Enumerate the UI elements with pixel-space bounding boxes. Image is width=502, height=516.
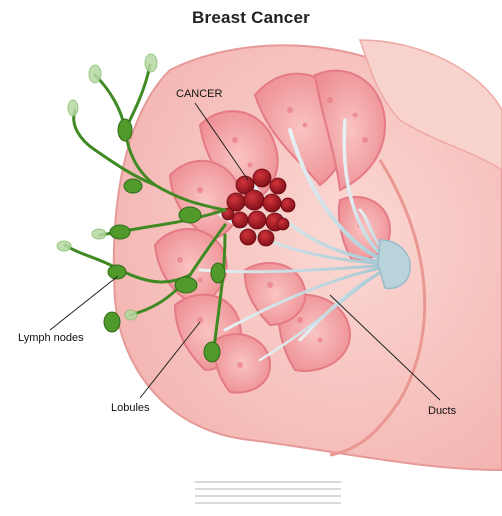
lymph-node [204,342,220,362]
label-lobules: Lobules [111,402,150,414]
lymph-node [211,263,225,283]
lymph-node [179,207,201,223]
label-cancer: CANCER [176,88,222,100]
lymph-node [118,119,132,141]
label-ducts: Ducts [428,405,456,417]
diagram-title: Breast Cancer [0,8,502,28]
lymph-node [104,312,120,332]
lymph-node [124,179,142,193]
lymph-node [110,225,130,239]
footer-watermark-bars [195,481,341,509]
lymph-node [175,277,197,293]
label-lymph-nodes: Lymph nodes [18,332,84,344]
